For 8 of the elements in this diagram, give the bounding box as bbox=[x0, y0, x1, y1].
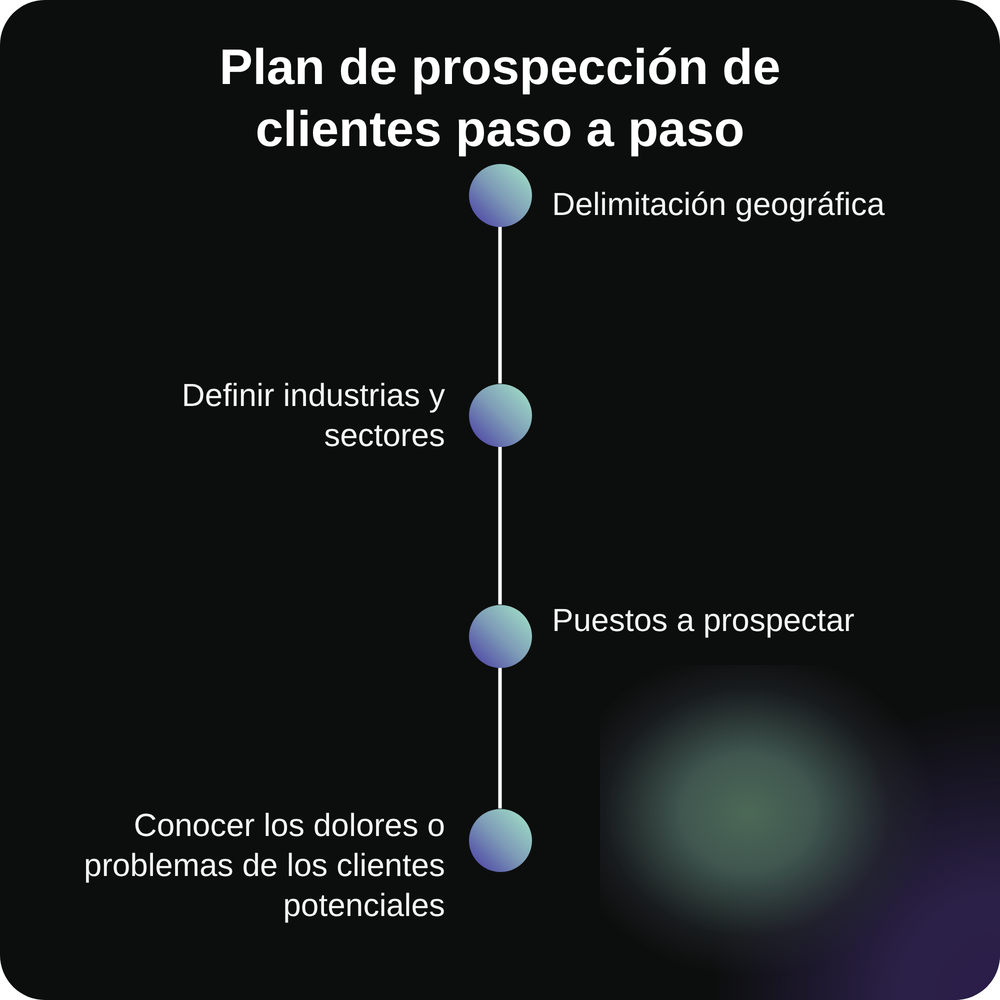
diagram-title: Plan de prospección de clientes paso a paso bbox=[218, 38, 782, 159]
step-label: Delimitación geográfica bbox=[552, 185, 886, 224]
step-label: Definir industrias y sectores bbox=[180, 376, 445, 455]
connector-line bbox=[498, 668, 502, 808]
step-label: Conocer los dolores o problemas de los clientes potenciales bbox=[82, 806, 445, 925]
connector-line bbox=[498, 226, 502, 384]
connector-line bbox=[498, 446, 502, 604]
step-label: Puestos a prospectar bbox=[552, 601, 856, 640]
